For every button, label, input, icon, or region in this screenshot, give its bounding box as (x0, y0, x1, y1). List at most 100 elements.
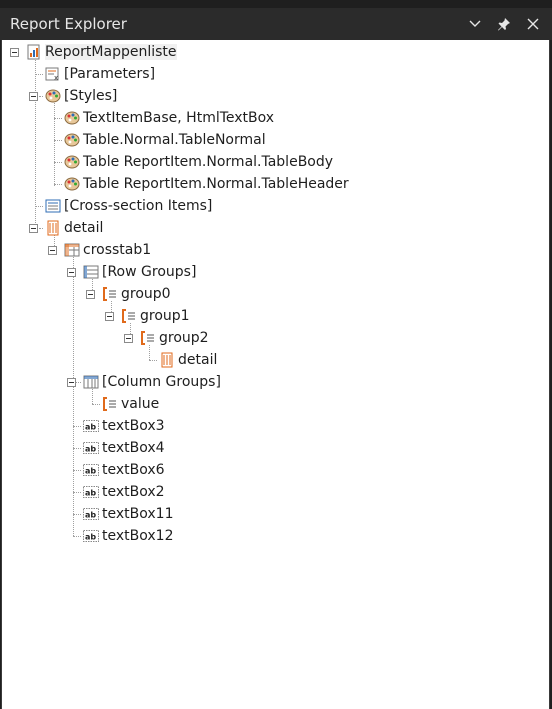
tree-line (73, 492, 81, 493)
collapse-toggle[interactable] (29, 92, 38, 101)
tree-node-textbox[interactable]: ab textBox4 (83, 437, 165, 459)
tree-node-group2-detail[interactable]: detail (159, 349, 217, 371)
tree-node-crosstab[interactable]: crosstab1 (64, 239, 151, 261)
tree-node-group1[interactable]: group1 (121, 305, 190, 327)
tree-line (54, 103, 55, 186)
svg-text:ab: ab (85, 533, 96, 542)
collapse-toggle[interactable] (67, 268, 76, 277)
textbox-icon: ab (83, 508, 99, 520)
tree-node-label: textBox4 (102, 440, 165, 456)
tree-line (73, 536, 81, 537)
tree-node-value[interactable]: value (102, 393, 159, 415)
pin-icon[interactable] (494, 14, 514, 34)
tree-node-label: TextItemBase, HtmlTextBox (83, 110, 275, 126)
tree-node-label: textBox12 (102, 528, 174, 544)
collapse-toggle[interactable] (29, 224, 38, 233)
svg-text:ab: ab (85, 423, 96, 432)
textbox-icon: ab (83, 486, 99, 498)
tree-node-column-groups[interactable]: [Column Groups] (83, 371, 221, 393)
chevron-down-icon[interactable] (465, 14, 485, 34)
svg-text:ab: ab (85, 511, 96, 520)
report-tree[interactable]: ReportMappenliste x [Parameters] (2, 40, 549, 709)
tree-node-textbox[interactable]: ab textBox12 (83, 525, 173, 547)
tree-node-label: textBox2 (102, 484, 165, 500)
tree-node-style-item[interactable]: Table ReportItem.Normal.TableBody (64, 151, 333, 173)
tree-node-label: Table ReportItem.Normal.TableHeader (83, 176, 349, 192)
tree-node-style-item[interactable]: Table.Normal.TableNormal (64, 129, 266, 151)
tree-line (73, 257, 74, 536)
tree-node-label: [Styles] (64, 88, 118, 104)
palette-icon (64, 133, 80, 147)
tree-node-textbox[interactable]: ab textBox3 (83, 415, 165, 437)
group-icon (103, 287, 116, 301)
report-icon (27, 44, 40, 60)
window-title: Report Explorer (10, 15, 127, 33)
collapse-toggle[interactable] (105, 312, 114, 321)
tree-node-label: textBox11 (102, 506, 174, 522)
tree-node-style-item[interactable]: TextItemBase, HtmlTextBox (64, 107, 274, 129)
tree-line (35, 206, 43, 207)
tree-node-detail[interactable]: detail (45, 217, 103, 239)
collapse-toggle[interactable] (124, 334, 133, 343)
svg-text:ab: ab (85, 489, 96, 498)
textbox-icon: ab (83, 464, 99, 476)
tree-line (73, 470, 81, 471)
tree-line (35, 60, 36, 231)
tree-node-styles[interactable]: [Styles] (45, 85, 117, 107)
palette-icon (64, 177, 80, 191)
tree-line (149, 345, 150, 360)
tree-node-label: group2 (159, 330, 209, 346)
tree-node-label: [Parameters] (64, 66, 156, 82)
palette-icon (45, 89, 61, 103)
tree-node-label: [Column Groups] (102, 374, 221, 390)
tree-node-label: crosstab1 (83, 242, 152, 258)
tree-node-label: Table ReportItem.Normal.TableBody (83, 154, 334, 170)
svg-text:x: x (54, 74, 58, 82)
tree-node-root[interactable]: ReportMappenliste (26, 41, 177, 63)
tree-node-label: group0 (121, 286, 171, 302)
palette-icon (64, 111, 80, 125)
detail-section-icon (47, 220, 59, 236)
tree-node-textbox[interactable]: ab textBox6 (83, 459, 165, 481)
tree-line (130, 323, 131, 338)
tree-node-label: group1 (140, 308, 190, 324)
group-icon (122, 309, 135, 323)
tree-line (73, 514, 81, 515)
parameters-icon: x (45, 67, 59, 82)
palette-icon (64, 155, 80, 169)
collapse-toggle[interactable] (86, 290, 95, 299)
collapse-toggle[interactable] (48, 246, 57, 255)
detail-section-icon (161, 352, 173, 368)
svg-text:ab: ab (85, 467, 96, 476)
tree-node-parameters[interactable]: x [Parameters] (45, 63, 155, 85)
tree-line (39, 228, 43, 229)
tree-node-style-item[interactable]: Table ReportItem.Normal.TableHeader (64, 173, 349, 195)
tree-line (73, 448, 81, 449)
textbox-icon: ab (83, 442, 99, 454)
tree-line (54, 118, 62, 119)
collapse-toggle[interactable] (10, 48, 19, 57)
tree-line (35, 74, 43, 75)
tree-line (54, 162, 62, 163)
group-icon (141, 331, 154, 345)
textbox-icon: ab (83, 420, 99, 432)
crosstab-icon (64, 243, 80, 257)
collapse-toggle[interactable] (67, 378, 76, 387)
tree-node-group0[interactable]: group0 (102, 283, 171, 305)
tree-line (54, 140, 62, 141)
row-groups-icon (83, 265, 99, 279)
tree-line (39, 96, 43, 97)
tree-node-label: textBox6 (102, 462, 165, 478)
tree-node-group2[interactable]: group2 (140, 327, 209, 349)
tree-node-label: textBox3 (102, 418, 165, 434)
tree-node-textbox[interactable]: ab textBox11 (83, 503, 173, 525)
tree-line (73, 426, 81, 427)
close-icon[interactable] (523, 14, 543, 34)
tree-node-cross-section[interactable]: [Cross-section Items] (45, 195, 212, 217)
tree-node-label: detail (178, 352, 218, 368)
tree-node-row-groups[interactable]: [Row Groups] (83, 261, 196, 283)
tree-line (92, 389, 93, 404)
tree-line (73, 382, 81, 383)
tree-node-textbox[interactable]: ab textBox2 (83, 481, 165, 503)
